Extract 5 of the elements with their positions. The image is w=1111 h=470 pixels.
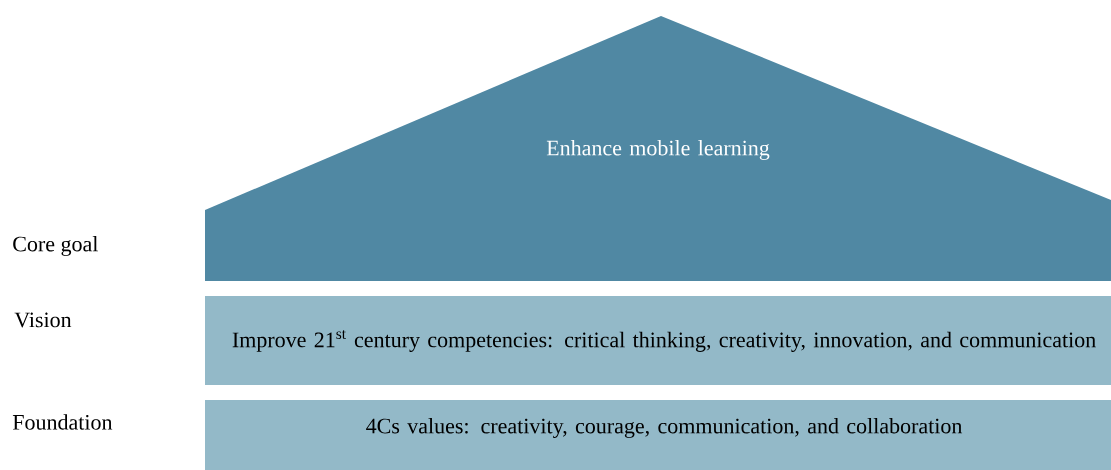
row-label: Vision [14, 312, 72, 328]
row-label: Foundation [12, 414, 113, 430]
row-label: Core goal [13, 236, 98, 256]
band: 4Cs values: creativity, courage, communication, and collaboration [205, 400, 1111, 470]
band: Improve 21$^{st}$ century competencies: critical thinking, creativity, innovation, and communication [205, 296, 1111, 385]
